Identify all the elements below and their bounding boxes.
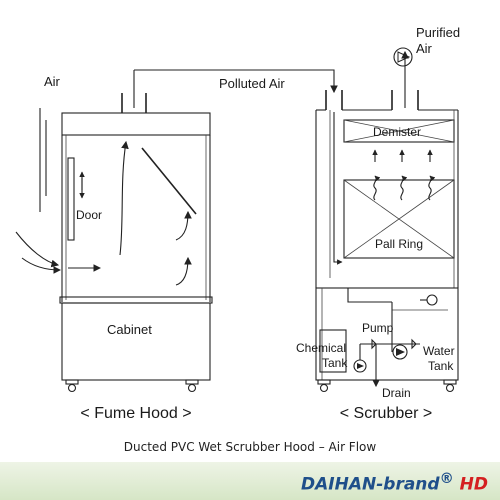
air-label: Air (44, 74, 61, 89)
brand-suffix: HD (453, 474, 488, 495)
blower-icon (393, 47, 413, 67)
water-tank-label-line1: Water (423, 344, 455, 358)
air-flow-arrow-5 (175, 256, 192, 286)
purified-air-label-line1: Purified (416, 25, 460, 40)
chemical-tank-label-line2: Tank (322, 356, 348, 370)
work-surface (59, 296, 213, 304)
air-rise-arrow (119, 140, 129, 256)
air-flow-diagram: Air Polluted Air Purified Air Door Cabin… (15, 25, 460, 422)
door-label: Door (76, 208, 102, 222)
cabinet-label: Cabinet (107, 322, 152, 337)
pall-ring (343, 179, 455, 259)
chemical-tank (319, 329, 347, 373)
cabinet (61, 302, 211, 381)
demister-label: Demister (373, 125, 421, 139)
drain-label: Drain (382, 386, 411, 400)
pump-label: Pump (362, 321, 394, 335)
brand-logo: DAIHAN-brand® HD (301, 471, 488, 495)
water-pump-icon (392, 344, 408, 360)
purified-air-label-line2: Air (416, 41, 433, 56)
hood-top-box (61, 112, 211, 136)
polluted-air-label: Polluted Air (219, 76, 285, 91)
fume-hood (15, 70, 213, 393)
chemical-tank-label-line1: Chemical (296, 341, 346, 355)
air-flow-arrow-4 (175, 210, 192, 241)
water-tank-label-line2: Tank (428, 359, 454, 373)
air-inflow-arrow-2 (21, 257, 62, 274)
fume-hood-caption: < Fume Hood > (80, 405, 191, 422)
brand-bar: DAIHAN-brand® HD (0, 462, 500, 500)
demister (343, 119, 455, 143)
duct (134, 69, 338, 94)
sash-door (67, 157, 75, 241)
scrubber-caption: < Scrubber > (340, 405, 433, 422)
scrubber (315, 47, 459, 393)
brand-mark: ® (439, 471, 454, 487)
water-tank (315, 287, 459, 381)
figure-caption: Ducted PVC Wet Scrubber Hood – Air Flow (123, 440, 377, 454)
float-valve-icon (426, 294, 438, 306)
pall-ring-label: Pall Ring (375, 237, 423, 251)
brand-name: DAIHAN-brand (301, 474, 440, 495)
air-inflow-arrow-1 (15, 231, 60, 268)
